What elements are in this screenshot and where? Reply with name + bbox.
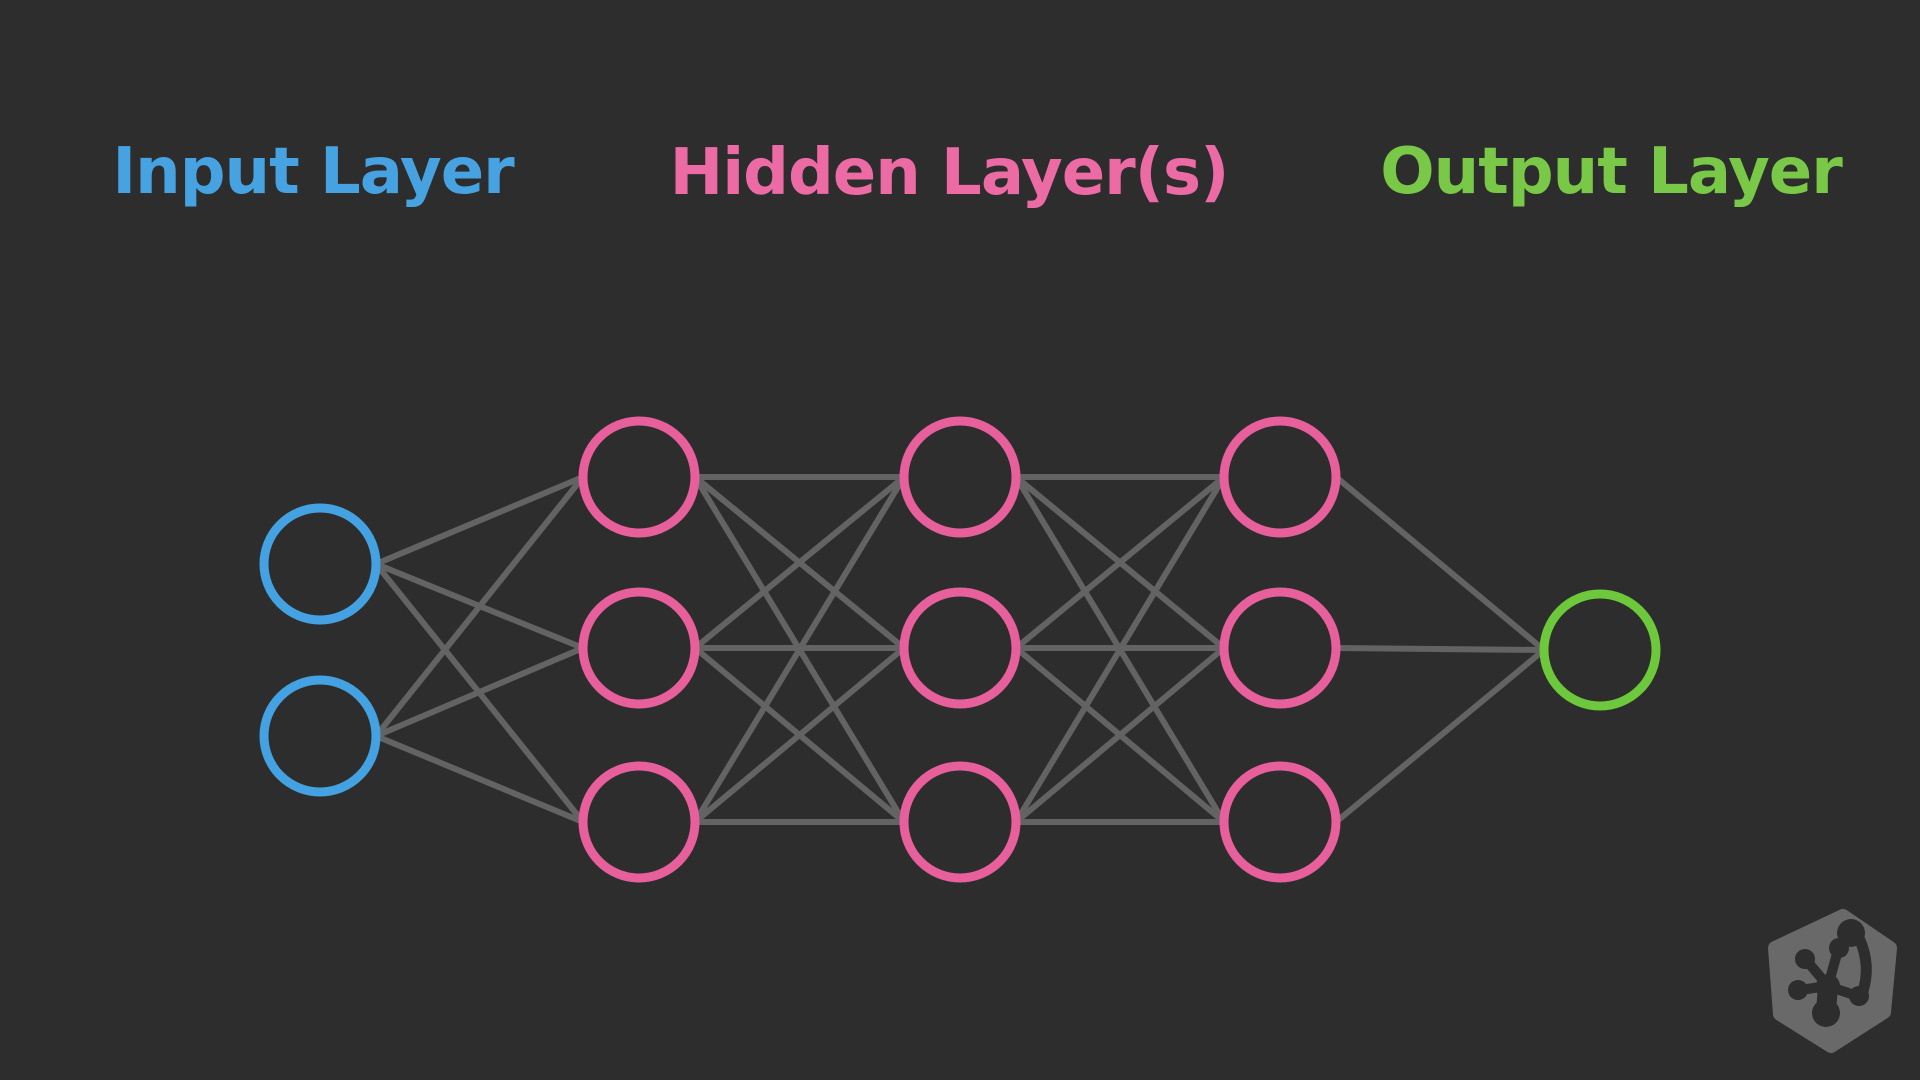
output-node-1 <box>1539 589 1661 711</box>
edge-input-to-hidden-1 <box>374 645 585 739</box>
edge-hidden-3-to-output <box>1334 647 1546 825</box>
edge-hidden-2-to-hidden-3 <box>1014 474 1226 651</box>
input-node-1 <box>259 503 381 625</box>
hidden-1-node-2 <box>578 587 700 709</box>
hidden-3-node-1 <box>1219 416 1341 538</box>
input-node-2 <box>259 675 381 797</box>
hidden-1-node-3 <box>578 761 700 883</box>
hidden-2-node-3 <box>899 761 1021 883</box>
edge-hidden-3-to-output <box>1335 645 1545 653</box>
input-layer-label: Input Layer <box>112 135 514 209</box>
edge-hidden-1-to-hidden-2 <box>693 474 906 651</box>
hidden-2-node-1 <box>899 416 1021 538</box>
edge-hidden-2-to-hidden-3 <box>1013 475 1227 824</box>
edge-hidden-2-to-hidden-3 <box>1014 645 1226 825</box>
hidden-layer-label: Hidden Layer(s) <box>669 136 1230 210</box>
hexagon-frog-foot-logo <box>1768 909 1897 1053</box>
edge-hidden-1-to-hidden-2 <box>693 645 906 825</box>
edge-input-to-hidden-1 <box>374 474 585 567</box>
edge-input-to-hidden-1 <box>374 733 585 825</box>
logo-frog-foot <box>1788 919 1872 1027</box>
hidden-1-node-1 <box>578 416 700 538</box>
edge-hidden-1-to-hidden-2 <box>692 475 907 824</box>
hidden-2-node-2 <box>899 587 1021 709</box>
hidden-3-node-2 <box>1219 587 1341 709</box>
output-layer-label: Output Layer <box>1380 135 1842 209</box>
edge-input-to-hidden-1 <box>373 475 586 738</box>
hidden-3-node-3 <box>1219 761 1341 883</box>
edge-hidden-3-to-output <box>1334 474 1546 653</box>
